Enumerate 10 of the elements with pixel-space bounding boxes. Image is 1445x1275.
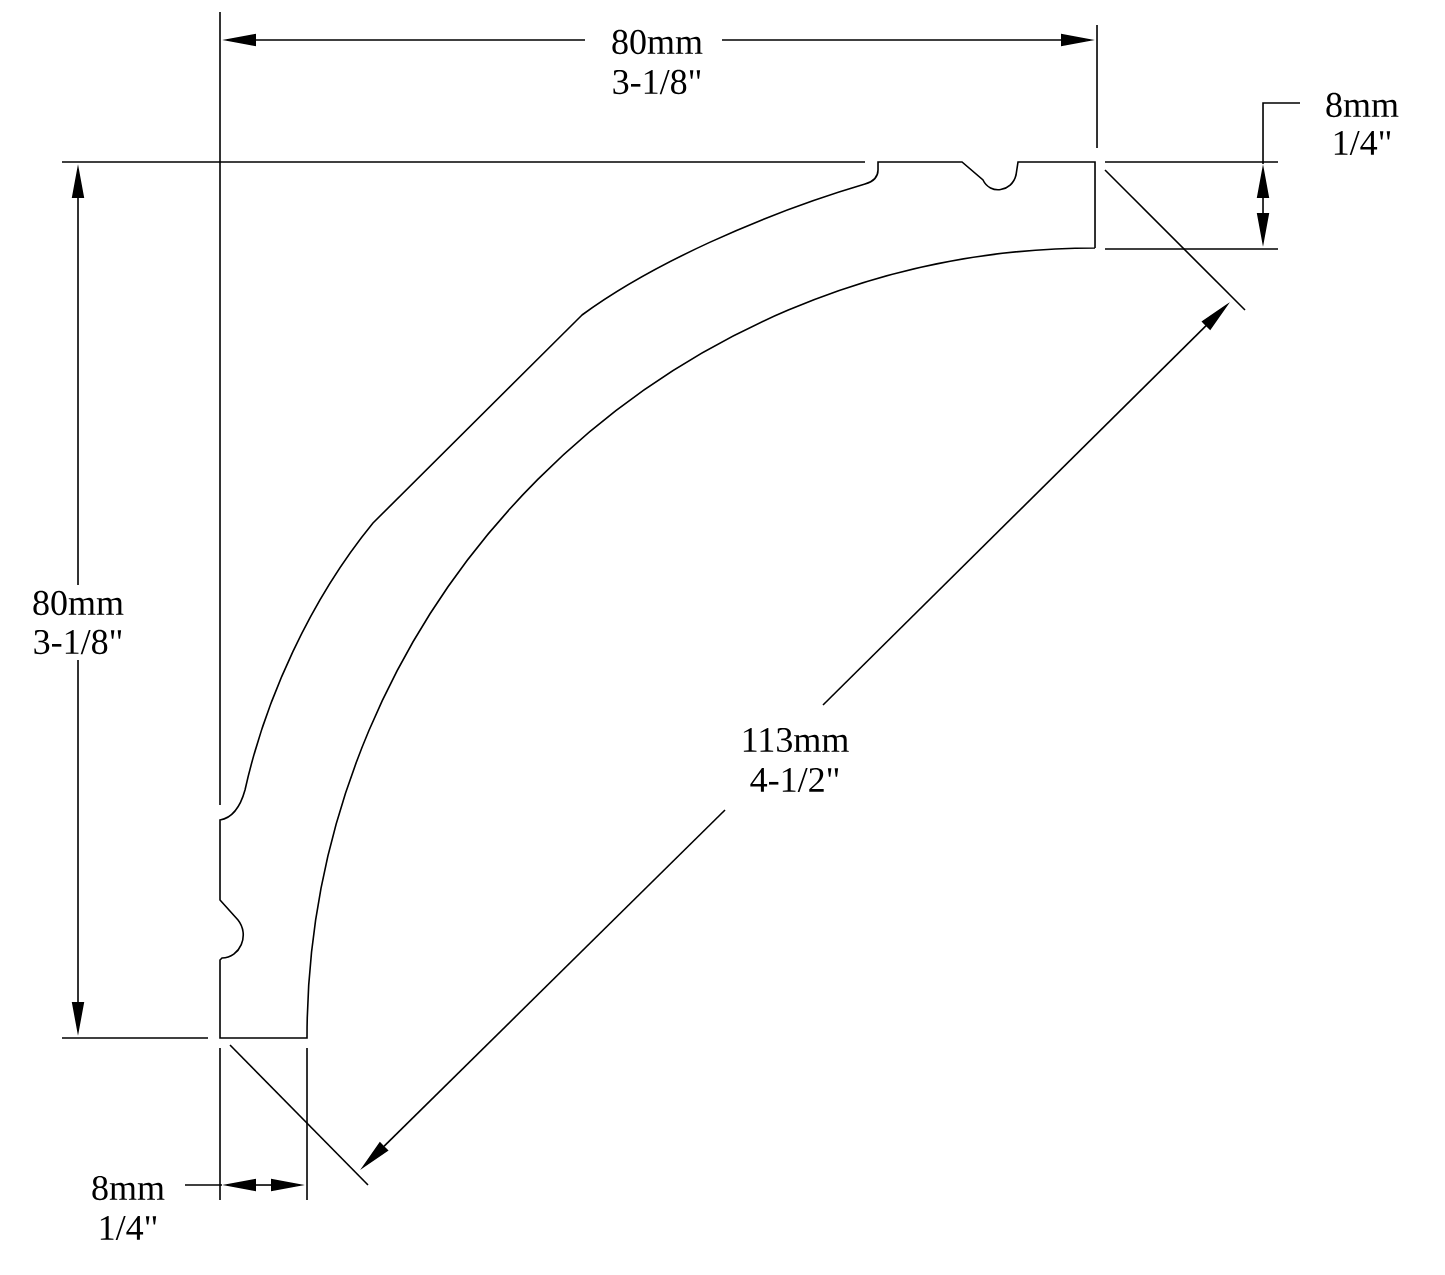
- dimension-label: 3-1/8": [34, 629, 122, 655]
- dimension-label: 1/4": [100, 1215, 157, 1241]
- dimension-label: 113mm: [743, 727, 849, 753]
- dimension-label: 8mm: [1326, 92, 1399, 118]
- dimension-label: 80mm: [33, 590, 124, 616]
- dimension-label: 80mm: [612, 29, 703, 55]
- dimension-label: 4-1/2": [750, 767, 839, 793]
- dimension-label: 8mm: [92, 1175, 165, 1201]
- dimension-label: 3-1/8": [613, 69, 701, 95]
- dimension-label: 1/4": [1334, 130, 1391, 156]
